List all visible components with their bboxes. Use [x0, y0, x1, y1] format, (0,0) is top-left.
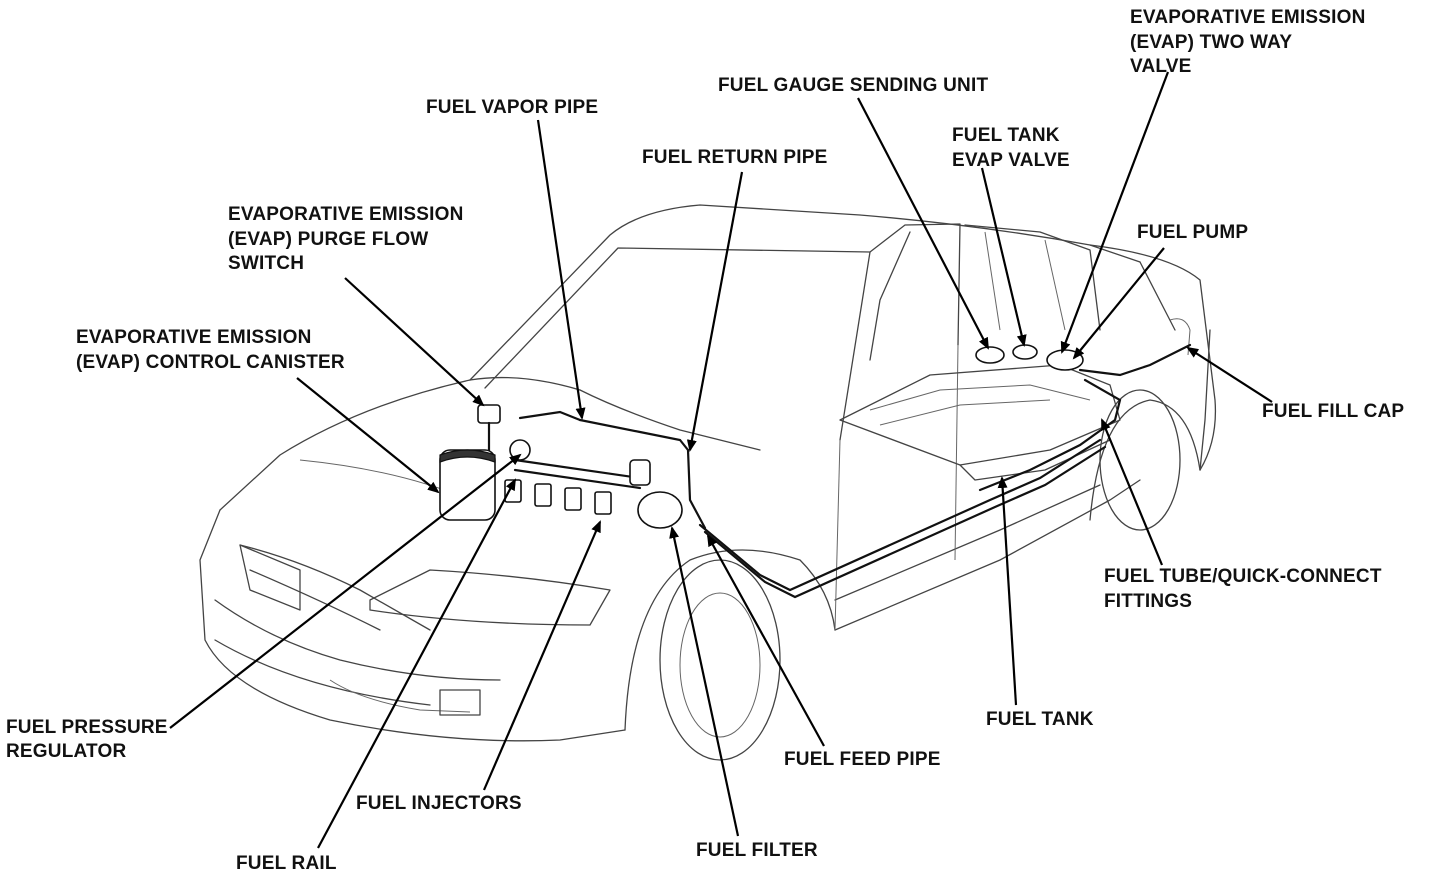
label-fuel-rail: FUEL RAIL [236, 853, 337, 874]
label-fuel-pump: FUEL PUMP [1137, 222, 1248, 243]
leader-fuel-filter [669, 526, 740, 837]
label-line: FUEL INJECTORS [356, 793, 522, 814]
leader-fuel-vapor-pipe [536, 119, 586, 420]
label-line: VALVE [1130, 56, 1192, 77]
label-fuel-vapor-pipe: FUEL VAPOR PIPE [426, 97, 598, 118]
label-line: EVAPORATIVE EMISSION [1130, 7, 1366, 28]
label-fuel-pressure-regulator: FUEL PRESSURE REGULATOR [6, 717, 173, 762]
leader-lines [169, 71, 1273, 849]
leader-fuel-pump [1072, 247, 1165, 360]
label-line: FUEL TUBE/QUICK-CONNECT [1104, 566, 1382, 587]
label-line: FUEL FILL CAP [1262, 401, 1404, 422]
leader-fuel-fill-cap [1186, 346, 1273, 403]
label-evap-two-way-valve: EVAPORATIVE EMISSION (EVAP) TWO WAY VALV… [1130, 7, 1371, 77]
label-line: FUEL VAPOR PIPE [426, 97, 598, 118]
leader-fuel-tank-evap-valve [980, 167, 1027, 347]
label-line: REGULATOR [6, 741, 126, 762]
label-line: FUEL FILTER [696, 840, 818, 861]
label-fuel-tank: FUEL TANK [986, 709, 1094, 730]
leader-fuel-tank [997, 476, 1018, 706]
label-fuel-filter: FUEL FILTER [696, 840, 818, 861]
labels: FUEL VAPOR PIPE FUEL RETURN PIPE FUEL GA… [6, 7, 1404, 874]
label-line: (EVAP) PURGE FLOW [228, 229, 428, 250]
label-line: SWITCH [228, 253, 304, 274]
leader-fuel-pressure-regulator [169, 453, 522, 729]
leader-fuel-rail [317, 478, 516, 849]
label-fuel-injectors: FUEL INJECTORS [356, 793, 522, 814]
leader-evap-control-canister [296, 377, 440, 494]
label-line: EVAPORATIVE EMISSION [228, 204, 464, 225]
label-fuel-gauge-sending-unit: FUEL GAUGE SENDING UNIT [718, 75, 988, 96]
label-line: EVAP VALVE [952, 150, 1070, 171]
leader-fuel-injectors [482, 520, 602, 791]
leader-fuel-tube-quick-connect [1100, 418, 1164, 566]
label-evap-control-canister: EVAPORATIVE EMISSION (EVAP) CONTROL CANI… [76, 327, 345, 373]
label-line: EVAPORATIVE EMISSION [76, 327, 312, 348]
leader-fuel-feed-pipe [707, 534, 825, 747]
leader-evap-purge-flow-switch [344, 277, 485, 407]
label-line: FUEL FEED PIPE [784, 749, 941, 770]
fuel-lines [518, 410, 1107, 599]
label-line: FITTINGS [1104, 591, 1192, 612]
label-fuel-tube-quick-connect: FUEL TUBE/QUICK-CONNECT FITTINGS [1104, 566, 1387, 612]
label-line: FUEL PUMP [1137, 222, 1248, 243]
label-fuel-tank-evap-valve: FUEL TANK EVAP VALVE [952, 125, 1070, 171]
label-fuel-fill-cap: FUEL FILL CAP [1262, 401, 1404, 422]
fuel-tank-assembly [839, 343, 1192, 492]
engine-bay-parts [439, 404, 683, 529]
label-line: FUEL TANK [952, 125, 1060, 146]
leader-evap-two-way-valve [1060, 71, 1170, 354]
leader-fuel-return-pipe [686, 171, 744, 452]
label-line: (EVAP) TWO WAY [1130, 32, 1292, 53]
label-line: FUEL GAUGE SENDING UNIT [718, 75, 988, 96]
label-line: FUEL RAIL [236, 853, 337, 874]
label-line: FUEL PRESSURE [6, 717, 168, 738]
label-line: FUEL TANK [986, 709, 1094, 730]
label-fuel-feed-pipe: FUEL FEED PIPE [784, 749, 941, 770]
label-evap-purge-flow-switch: EVAPORATIVE EMISSION (EVAP) PURGE FLOW S… [228, 204, 469, 274]
label-line: FUEL RETURN PIPE [642, 147, 827, 168]
label-fuel-return-pipe: FUEL RETURN PIPE [642, 147, 827, 168]
label-line: (EVAP) CONTROL CANISTER [76, 352, 345, 373]
car-body [199, 204, 1217, 761]
leader-fuel-gauge-sending-unit [857, 97, 989, 350]
